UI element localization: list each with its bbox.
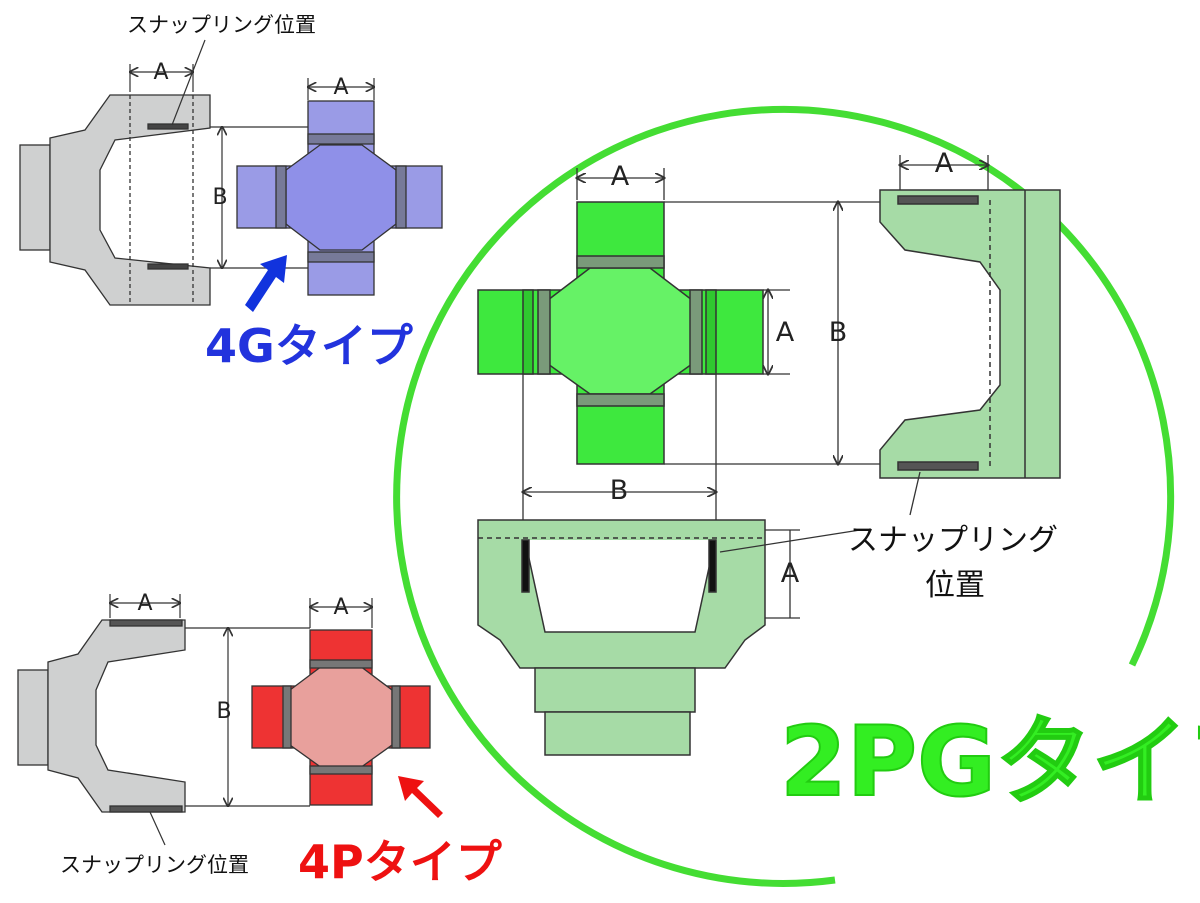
type-2pg-dim-b-vertical: B xyxy=(829,317,848,348)
type-2pg-bottom-yoke xyxy=(477,519,766,756)
type-4p-label: 4Pタイプ xyxy=(298,835,502,889)
type-4g-cross-dim-a: A xyxy=(333,75,348,100)
type-4g-snap-ring-label: スナップリング位置 xyxy=(127,13,316,37)
type-2pg-dim-b-horizontal: B xyxy=(610,475,629,506)
type-2pg-label: 2PGタイプ xyxy=(780,706,1200,818)
type-4p-yoke-dim-a: A xyxy=(137,591,152,616)
type-4g-dim-b: B xyxy=(212,185,227,210)
type-2pg-yoke-dim-a: A xyxy=(935,148,954,179)
type-2pg-bottom-dim-a: A xyxy=(781,558,800,589)
type-2pg-dimensions xyxy=(523,155,988,619)
type-2pg-cross xyxy=(477,201,764,465)
type-2pg-snap-ring-label-line1: スナップリング xyxy=(848,523,1058,558)
blue-arrow-icon xyxy=(245,255,287,312)
type-4g-yoke xyxy=(19,94,211,306)
type-4p-yoke xyxy=(17,619,186,813)
type-2pg-circle xyxy=(393,105,1175,887)
type-4g-yoke-dim-a: A xyxy=(153,60,168,85)
type-4g-cross xyxy=(236,100,443,296)
type-4p-dimensions xyxy=(110,594,372,846)
type-4p-cross xyxy=(251,629,431,806)
type-4p-cross-dim-a: A xyxy=(333,595,348,620)
type-2pg-side-yoke xyxy=(879,189,1061,479)
type-2pg-snap-ring-label-line2: 位置 xyxy=(925,568,985,603)
type-4p-dim-b: B xyxy=(216,699,231,724)
red-arrow-icon xyxy=(398,776,443,818)
type-4g-dimensions xyxy=(130,39,374,268)
type-2pg-cross-dim-a: A xyxy=(611,161,630,192)
type-4p-snap-ring-label: スナップリング位置 xyxy=(60,853,249,877)
type-4g-label: 4Gタイプ xyxy=(205,319,413,373)
type-2pg-cup-dim-a: A xyxy=(776,317,795,348)
